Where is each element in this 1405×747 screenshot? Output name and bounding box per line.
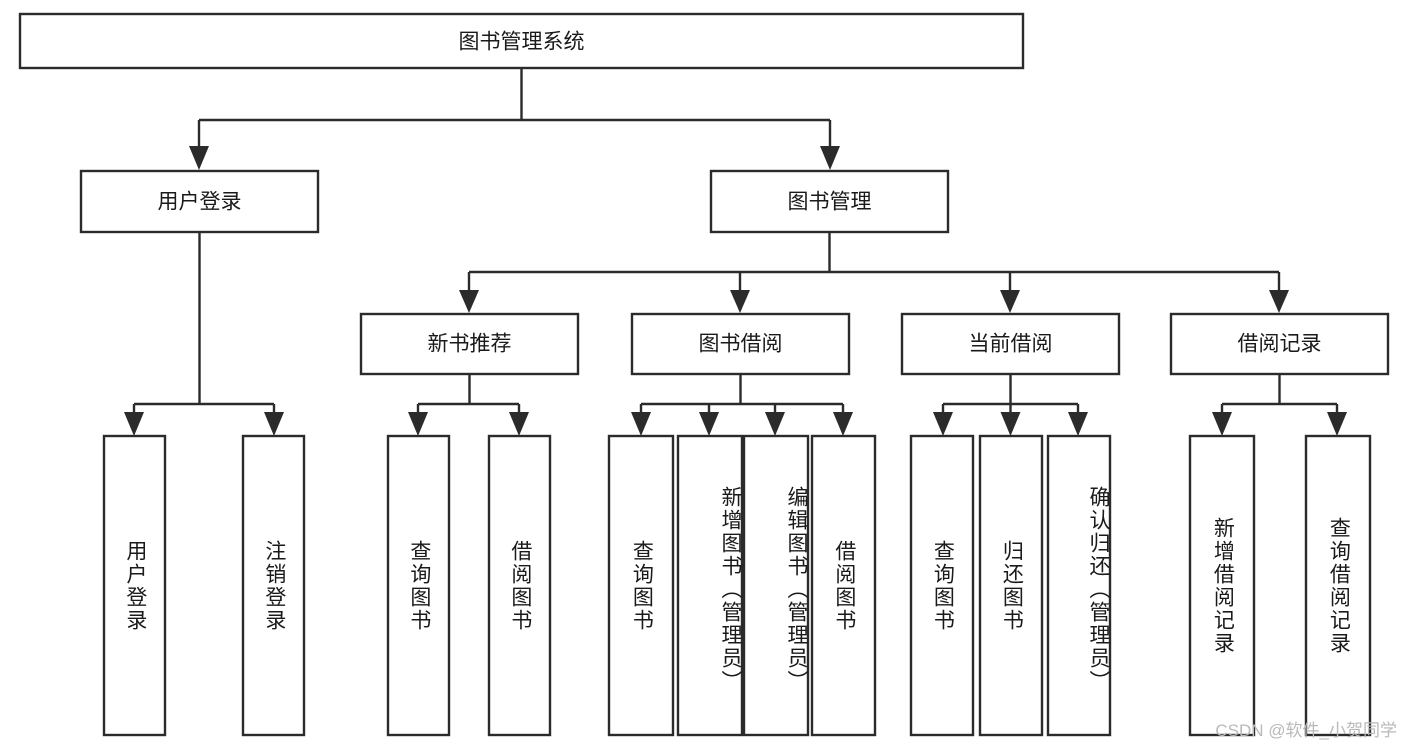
node-current-borrow-box[interactable] xyxy=(900,312,1121,376)
node-new-book-recommend-box[interactable] xyxy=(359,312,580,376)
leaf-box-query-book-3[interactable] xyxy=(909,434,975,737)
arrow-level3-1-icon xyxy=(459,290,479,313)
node-new-book-recommend-label: 新书推荐 xyxy=(428,333,512,356)
node-book-borrow[interactable]: 图书借阅 xyxy=(630,312,851,376)
node-root-label: 图书管理系统 xyxy=(459,31,585,54)
node-user-login-label: 用户登录 xyxy=(158,191,242,214)
arrow-borrow-2-icon xyxy=(699,412,719,436)
leaf-box-edit-book-admin[interactable] xyxy=(742,434,810,737)
leaf-box-query-book-2[interactable] xyxy=(607,434,675,737)
arrow-userlogin-2-icon xyxy=(264,412,284,436)
arrow-record-1-icon xyxy=(1212,412,1232,436)
leaf-box-confirm-return-admin[interactable] xyxy=(1046,434,1112,737)
node-borrow-record-label: 借阅记录 xyxy=(1238,333,1322,356)
arrow-borrow-4-icon xyxy=(833,412,853,436)
arrow-level2-2-icon xyxy=(820,146,840,170)
node-new-book-recommend[interactable]: 新书推荐 xyxy=(359,312,580,376)
node-user-login[interactable]: 用户登录 xyxy=(79,169,320,234)
leaf-box-return-book[interactable] xyxy=(978,434,1044,737)
leaf-box-logout[interactable] xyxy=(241,434,306,737)
leaf-box-add-book-admin[interactable] xyxy=(676,434,744,737)
arrow-current-3-icon xyxy=(1068,412,1088,436)
leaf-box-query-borrow-record[interactable] xyxy=(1304,434,1372,737)
arrow-level2-1-icon xyxy=(189,146,209,170)
arrow-userlogin-1-icon xyxy=(124,412,144,436)
node-root-box[interactable] xyxy=(18,12,1025,70)
node-book-borrow-label: 图书借阅 xyxy=(699,333,783,356)
node-book-management-box[interactable] xyxy=(709,169,950,234)
node-book-borrow-box[interactable] xyxy=(630,312,851,376)
node-current-borrow[interactable]: 当前借阅 xyxy=(900,312,1121,376)
node-root[interactable]: 图书管理系统 xyxy=(18,12,1025,70)
node-book-management[interactable]: 图书管理 xyxy=(709,169,950,234)
arrow-current-2-icon xyxy=(1000,412,1021,436)
node-borrow-record[interactable]: 借阅记录 xyxy=(1169,312,1390,376)
leaf-box-query-book-1[interactable] xyxy=(386,434,451,737)
node-book-management-label: 图书管理 xyxy=(788,191,872,214)
arrow-record-2-icon xyxy=(1327,412,1347,436)
leaf-box-user-login[interactable] xyxy=(102,434,167,737)
leaf-box-add-borrow-record[interactable] xyxy=(1188,434,1256,737)
leaf-box-borrow-book-2[interactable] xyxy=(810,434,877,737)
arrow-recommend-1-icon xyxy=(408,412,428,436)
arrow-level3-4-icon xyxy=(1269,290,1289,313)
arrow-level3-2-icon xyxy=(730,290,750,313)
leaf-box-borrow-book-1[interactable] xyxy=(487,434,552,737)
arrow-borrow-3-icon xyxy=(765,412,785,436)
arrow-recommend-2-icon xyxy=(509,412,529,436)
arrow-borrow-1-icon xyxy=(631,412,651,436)
node-current-borrow-label: 当前借阅 xyxy=(969,333,1053,356)
node-borrow-record-box[interactable] xyxy=(1169,312,1390,376)
arrow-level3-3-icon xyxy=(1000,290,1020,313)
arrow-current-1-icon xyxy=(933,412,953,436)
